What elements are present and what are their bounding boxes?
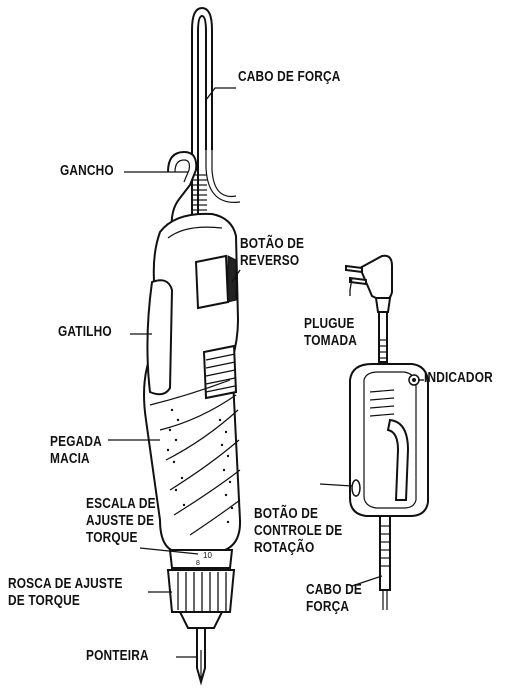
controller-cable-upper-rings: [378, 339, 388, 359]
leader-botao-controle: [319, 483, 353, 487]
controller-clip: [386, 418, 410, 501]
top-cable-hook: [191, 6, 213, 230]
grip-dots: [166, 408, 234, 524]
label-line: DE TORQUE: [8, 593, 80, 609]
leader-cabo-forca-bottom: [351, 575, 383, 587]
label-gatilho: GATILHO: [58, 324, 112, 341]
label-line: PLUGUE: [304, 316, 355, 332]
reverse-button: [194, 254, 230, 310]
housing-top-line: [167, 226, 223, 239]
label-text: GATILHO: [58, 324, 112, 340]
leader-cabo-forca-top: [205, 87, 236, 101]
trigger: [146, 279, 174, 396]
scale-mark-eight: 8: [196, 560, 200, 567]
label-line: AJUSTE DE: [86, 513, 155, 529]
label-line: REVERSO: [240, 253, 300, 269]
label-line: ESCALA DE: [86, 496, 156, 512]
label-gancho: GANCHO: [60, 163, 114, 180]
label-rosca-ajuste-torque: ROSCA DE AJUSTE DE TORQUE: [8, 576, 123, 610]
label-text: CABO DE FORÇA: [238, 69, 341, 85]
plug-prong-2: [349, 276, 367, 286]
label-cabo-de-forca-top: CABO DE FORÇA: [238, 69, 341, 86]
label-line: BOTÃO DE: [240, 236, 305, 252]
label-line: TORQUE: [86, 530, 138, 546]
leader-botao-reverso: [231, 269, 241, 283]
controller-ribs: [369, 389, 395, 417]
vent-grille: [202, 344, 238, 400]
plug-body: [358, 254, 393, 302]
leader-plugue: [349, 277, 353, 296]
top-cable-curl: [205, 40, 241, 203]
label-botao-de-reverso: BOTÃO DE REVERSO: [240, 236, 304, 270]
label-line: BOTÃO DE: [254, 506, 319, 522]
label-cabo-de-forca-bottom: CABO DE FORÇA: [306, 582, 362, 616]
label-text: INDICADOR: [424, 370, 493, 386]
nose-cone: [178, 611, 224, 629]
torque-scale-band: [168, 549, 234, 569]
label-ponteira: PONTEIRA: [86, 648, 149, 665]
label-line: CONTROLE DE: [254, 523, 343, 539]
rotation-control-knob: [351, 479, 361, 497]
plug-neck: [374, 297, 392, 313]
controller-box-front: [363, 371, 417, 509]
label-pegada-macia: PEGADA MACIA: [50, 434, 102, 468]
label-line: TOMADA: [304, 333, 357, 349]
label-line: FORÇA: [306, 599, 350, 615]
label-indicador: INDICADOR: [424, 370, 493, 387]
label-line: CABO DE: [306, 582, 362, 598]
leader-lines: [108, 87, 424, 658]
controller-cable-end: [382, 590, 388, 610]
controller-cable-upper: [378, 311, 388, 363]
label-text: GANCHO: [60, 163, 114, 179]
controller-box: [349, 363, 429, 517]
label-escala-de-ajuste: ESCALA DE AJUSTE DE TORQUE: [86, 496, 156, 547]
label-text: PONTEIRA: [86, 648, 149, 664]
torque-adjust-nut: [166, 569, 236, 613]
label-plugue-tomada: PLUGUE TOMADA: [304, 316, 357, 350]
reverse-button-side: [227, 255, 237, 303]
label-line: PEGADA: [50, 434, 102, 450]
plug-prong-1: [345, 264, 363, 274]
controller-cable-lower-rings: [380, 525, 390, 567]
leader-escala: [139, 547, 199, 555]
label-botao-controle-rotacao: BOTÃO DE CONTROLE DE ROTAÇÃO: [254, 506, 342, 557]
scale-mark-ten: 10: [203, 551, 212, 560]
controller-cable-lower: [379, 515, 391, 591]
label-line: MACIA: [50, 451, 90, 467]
grip-swirls: [149, 379, 241, 536]
label-line: ROTAÇÃO: [254, 540, 315, 556]
label-line: ROSCA DE AJUSTE: [8, 576, 123, 592]
gancho-ring-inner: [174, 159, 191, 183]
